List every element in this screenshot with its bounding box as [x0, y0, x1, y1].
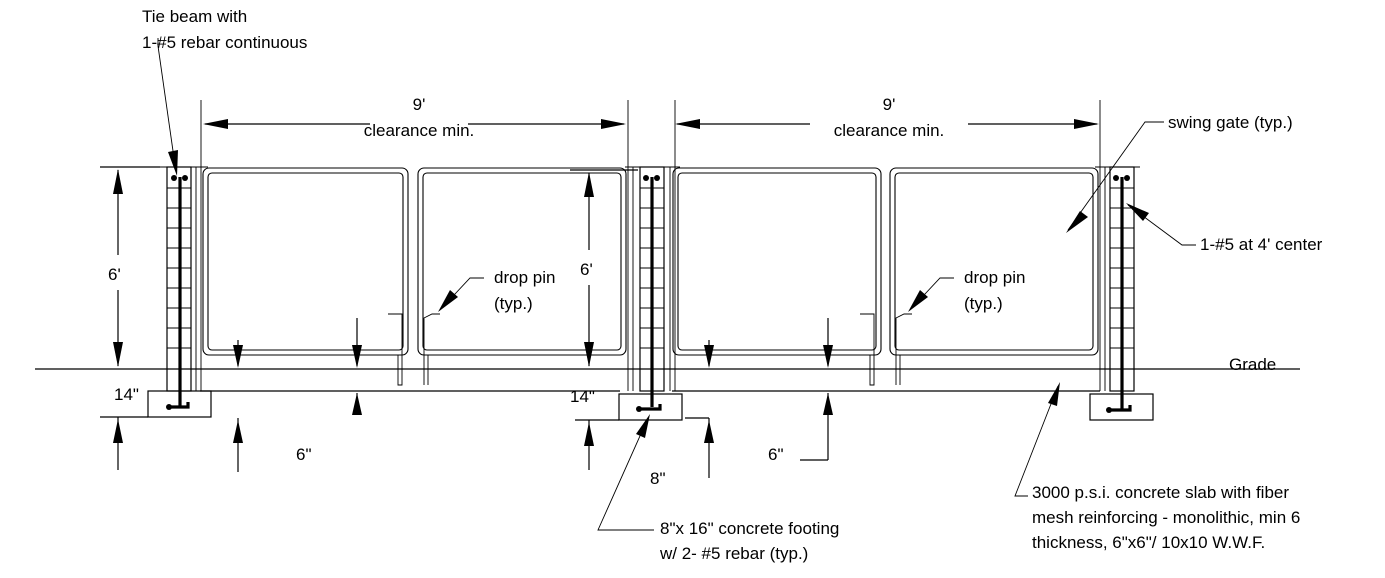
leader-slab — [1014, 382, 1060, 497]
gate-panel-4 — [889, 167, 1099, 356]
span-left-note: clearance min. — [364, 121, 475, 140]
drop-pin-2 — [423, 313, 440, 385]
grade-label: Grade — [1229, 355, 1276, 374]
dimension-span-right — [675, 119, 1099, 129]
dimension-span-left — [203, 119, 626, 129]
gate-panel-2 — [417, 167, 627, 356]
rebar-center-label: 1-#5 at 4' center — [1200, 235, 1323, 254]
span-left-value: 9' — [413, 95, 426, 114]
gate-panel-1 — [202, 167, 409, 356]
slab-spec-label-1: 3000 p.s.i. concrete slab with fiber — [1032, 483, 1289, 502]
dimension-gap-right — [685, 318, 833, 478]
drop-pin-1 — [388, 313, 403, 386]
leader-swing-gate — [1066, 121, 1164, 233]
tie-beam-label-1: Tie beam with — [142, 7, 247, 26]
leader-tie-beam — [157, 38, 178, 176]
drop-pin-right-label-2: (typ.) — [964, 294, 1003, 313]
dimension-gap-left — [233, 318, 362, 472]
drop-pin-right-label-1: drop pin — [964, 268, 1025, 287]
footing-right — [1089, 393, 1154, 421]
footing-middle — [618, 393, 683, 421]
height-mid-label: 6' — [580, 260, 593, 279]
drop-pin-3 — [860, 313, 875, 386]
slab-spec-label-2: mesh reinforcing - monolithic, min 6 — [1032, 508, 1300, 527]
footing-spec-label-1: 8"x 16" concrete footing — [660, 519, 839, 538]
leader-drop-pin-right — [908, 277, 954, 312]
leader-footing — [597, 414, 654, 531]
footing-left — [147, 390, 212, 418]
gap-left-label: 6" — [296, 445, 312, 464]
span-right-note: clearance min. — [834, 121, 945, 140]
dimension-height-left — [100, 166, 160, 367]
swing-gate-label: swing gate (typ.) — [1168, 113, 1293, 132]
drop-pin-left-label-1: drop pin — [494, 268, 555, 287]
leader-drop-pin-left — [438, 277, 484, 312]
footing-depth-left-label: 14" — [114, 385, 139, 404]
drop-pin-left-label-2: (typ.) — [494, 294, 533, 313]
height-left-label: 6' — [108, 265, 121, 284]
column-left — [160, 100, 208, 407]
gate-panel-3 — [672, 167, 882, 356]
column-right — [1095, 100, 1140, 410]
dimension-height-mid — [570, 169, 638, 367]
dimension-footing-mid — [575, 419, 619, 470]
leader-rebar-center — [1126, 203, 1196, 246]
slab-spec-label-3: thickness, 6"x6"/ 10x10 W.W.F. — [1032, 533, 1265, 552]
footing-width-label: 8" — [650, 469, 666, 488]
drop-pin-4 — [895, 313, 912, 385]
dimension-footing-left — [100, 416, 148, 470]
footing-depth-mid-label: 14" — [570, 387, 595, 406]
footing-spec-label-2: w/ 2- #5 rebar (typ.) — [659, 544, 808, 563]
column-middle — [625, 100, 680, 407]
span-right-value: 9' — [883, 95, 896, 114]
tie-beam-label-2: 1-#5 rebar continuous — [142, 33, 307, 52]
gap-right-label: 6" — [768, 445, 784, 464]
